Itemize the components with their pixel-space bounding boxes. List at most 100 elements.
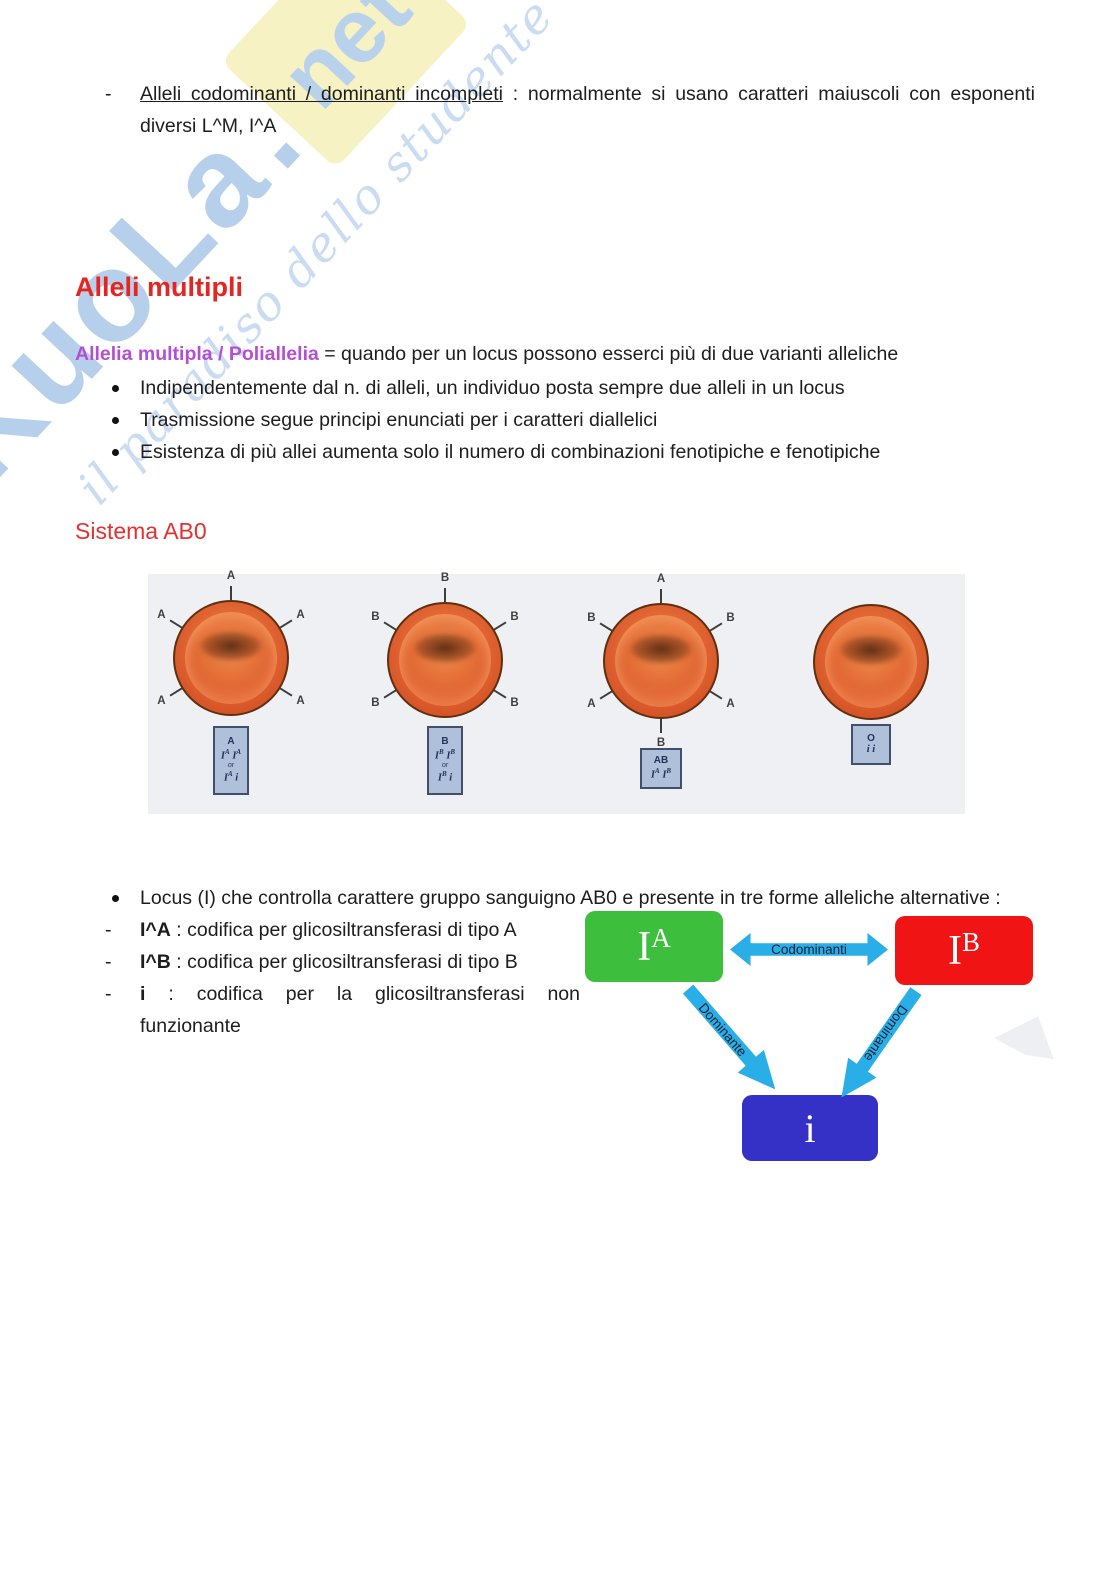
rbc-inner-shadow xyxy=(629,634,693,665)
section-heading: Alleli multipli xyxy=(75,272,244,302)
rbc-inner-shadow xyxy=(199,631,263,662)
genotype-line: or xyxy=(441,762,449,770)
antigen-label-B: B xyxy=(587,611,596,624)
locus-bullet-text: Locus (I) che controlla carattere gruppo… xyxy=(140,887,1001,909)
antigen-spike xyxy=(660,719,662,733)
intro-term: Allelia multipla / Poliallelia xyxy=(75,343,319,365)
antigen-spike xyxy=(169,618,183,629)
antigen-label-A: A xyxy=(226,570,236,582)
dash-marker: - xyxy=(105,919,112,941)
allele-term: I^A xyxy=(140,919,171,941)
genotype-line: B xyxy=(441,736,449,748)
red-blood-cell-O xyxy=(813,604,929,720)
antigen-label-B: B xyxy=(440,572,450,584)
list-item: Esistenza di più allei aumenta solo il n… xyxy=(112,436,1040,468)
genotype-line: or xyxy=(227,762,235,770)
antigen-label-A: A xyxy=(296,608,305,621)
top-note-term: Alleli codominanti / dominanti incomplet… xyxy=(140,83,503,105)
allele-desc: : codifica per glicosiltransferasi di ti… xyxy=(170,919,517,941)
antigen-spike xyxy=(279,618,293,629)
red-blood-cell-B xyxy=(387,602,503,718)
bullet-dot xyxy=(112,417,119,424)
antigen-spike xyxy=(599,621,613,632)
antigen-spike xyxy=(169,687,183,697)
intro-rest: = quando per un locus possono esserci pi… xyxy=(318,343,899,365)
bullet-dot xyxy=(112,449,119,456)
bullet-text: Indipendentemente dal n. di alleli, un i… xyxy=(140,377,845,399)
red-blood-cell-AB xyxy=(603,603,719,719)
locus-bullet: Locus (I) che controlla carattere gruppo… xyxy=(112,882,1040,914)
genotype-line: IA i xyxy=(223,770,239,784)
antigen-label-B: B xyxy=(656,737,666,749)
subsection-heading: Sistema AB0 xyxy=(75,518,207,544)
allele-desc: : codifica per glicosiltransferasi di ti… xyxy=(170,951,518,973)
antigen-spike xyxy=(279,687,293,697)
antigen-spike xyxy=(599,690,613,700)
dominant-arrow-right: Dominante xyxy=(827,981,931,1108)
antigen-label-B: B xyxy=(510,697,519,710)
list-item: Indipendentemente dal n. di alleli, un i… xyxy=(112,372,1040,404)
antigen-label-B: B xyxy=(510,610,519,623)
codominant-arrow: Codominanti xyxy=(730,933,888,966)
top-note: - Alleli codominanti / dominanti incomple… xyxy=(105,78,1035,142)
rbc-inner-shadow xyxy=(413,633,477,664)
allele-list: - I^A : codifica per glicosiltransferasi … xyxy=(75,914,580,1042)
antigen-spike xyxy=(709,621,723,632)
genotype-line: IB IB xyxy=(434,747,456,762)
antigen-spike xyxy=(383,620,397,631)
genotype-line: IB i xyxy=(437,770,453,784)
genotype-line: AB xyxy=(653,755,669,767)
antigen-spike xyxy=(493,689,507,699)
antigen-label-A: A xyxy=(656,573,666,585)
antigen-spike xyxy=(444,588,446,602)
dash-marker: - xyxy=(105,983,112,1005)
antigen-label-A: A xyxy=(587,698,596,711)
rbc-inner-shadow xyxy=(839,635,903,666)
genotype-line: IA IA xyxy=(220,747,242,762)
allele-item-i: - i : codifica per la glicosiltransferasi… xyxy=(105,978,580,1042)
antigen-label-B: B xyxy=(726,611,735,624)
list-item: Trasmissione segue principi enunciati pe… xyxy=(112,404,1040,436)
genotype-line: IA IB xyxy=(650,766,672,781)
dominant-label: Dominante xyxy=(861,1002,912,1065)
red-blood-cell-A xyxy=(173,600,289,716)
allele-desc: : codifica per la glicosiltransferasi no… xyxy=(140,983,580,1037)
dominant-label: Dominante xyxy=(696,999,751,1059)
antigen-spike xyxy=(383,689,397,699)
bullet-text: Trasmissione segue principi enunciati pe… xyxy=(140,409,658,431)
antigen-spike xyxy=(660,589,662,603)
antigen-label-B: B xyxy=(371,610,380,623)
intro-line: Allelia multipla / Poliallelia = quando … xyxy=(75,338,1040,370)
allele-term: i xyxy=(140,983,146,1005)
bullet-list: Indipendentemente dal n. di alleli, un i… xyxy=(75,372,1040,468)
antigen-label-A: A xyxy=(157,608,166,621)
genotype-line: i i xyxy=(866,744,876,756)
antigen-label-A: A xyxy=(296,695,305,708)
dash-marker: - xyxy=(105,951,112,973)
dash-marker: - xyxy=(105,83,112,105)
genotype-line: O xyxy=(867,732,875,744)
allele-term: I^B xyxy=(140,951,171,973)
allele-node-i: i xyxy=(742,1095,878,1161)
antigen-label-B: B xyxy=(371,697,380,710)
antigen-label-A: A xyxy=(157,695,166,708)
bullet-dot xyxy=(112,895,119,902)
allele-item-IB: - I^B : codifica per glicosiltransferasi … xyxy=(105,946,580,978)
genotype-line: A xyxy=(227,736,235,748)
locus-columns: - I^A : codifica per glicosiltransferasi … xyxy=(75,911,1040,1214)
antigen-spike xyxy=(493,620,507,631)
bullet-text: Esistenza di più allei aumenta solo il n… xyxy=(140,441,881,463)
antigen-spike xyxy=(709,690,723,700)
antigen-spike xyxy=(230,586,232,600)
codominant-label: Codominanti xyxy=(771,942,847,957)
dominant-arrow-left: Dominante xyxy=(674,977,788,1101)
